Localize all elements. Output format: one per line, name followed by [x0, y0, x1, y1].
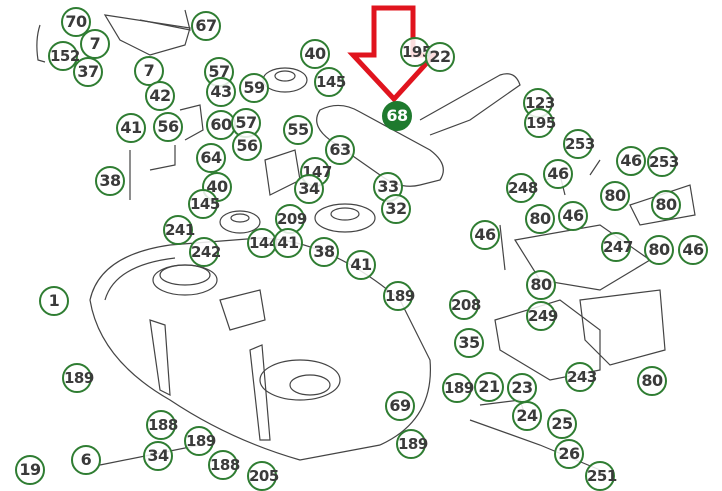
callout[interactable]: 80	[526, 270, 556, 300]
callout[interactable]: 195	[524, 108, 556, 138]
callout[interactable]: 189	[396, 429, 428, 459]
callout[interactable]: 188	[208, 450, 240, 480]
callout[interactable]: 145	[314, 67, 346, 97]
callout[interactable]: 25	[547, 409, 577, 439]
callout[interactable]: 6	[71, 445, 101, 475]
callout[interactable]: 67	[191, 11, 221, 41]
callout[interactable]: 189	[383, 281, 415, 311]
callout[interactable]: 43	[206, 77, 236, 107]
callout[interactable]: 21	[474, 372, 504, 402]
callout[interactable]: 188	[146, 410, 178, 440]
callout[interactable]: 189	[62, 363, 94, 393]
callout[interactable]: 42	[145, 81, 175, 111]
callout[interactable]: 247	[601, 232, 633, 262]
callout[interactable]: 69	[385, 391, 415, 421]
callout[interactable]: 80	[600, 181, 630, 211]
callout[interactable]: 46	[470, 220, 500, 250]
callout[interactable]: 64	[196, 143, 226, 173]
callout[interactable]: 41	[116, 113, 146, 143]
callout[interactable]: 23	[507, 373, 537, 403]
callout[interactable]: 189	[442, 373, 474, 403]
callout[interactable]: 251	[585, 461, 617, 491]
callout[interactable]: 59	[239, 73, 269, 103]
highlight-arrow	[347, 5, 440, 103]
callout[interactable]: 38	[95, 166, 125, 196]
callout[interactable]: 7	[80, 29, 110, 59]
callout[interactable]: 80	[525, 204, 555, 234]
callout[interactable]: 248	[506, 173, 538, 203]
callout[interactable]: 56	[153, 112, 183, 142]
callout[interactable]: 46	[543, 159, 573, 189]
callout[interactable]: 56	[232, 131, 262, 161]
callout[interactable]: 80	[637, 366, 667, 396]
callout[interactable]: 38	[309, 237, 339, 267]
callout[interactable]: 249	[526, 301, 558, 331]
callout[interactable]: 34	[294, 174, 324, 204]
callout[interactable]: 46	[678, 235, 708, 265]
callout[interactable]: 253	[647, 147, 679, 177]
callout[interactable]: 41	[273, 228, 303, 258]
callout[interactable]: 243	[565, 362, 597, 392]
callout[interactable]: 63	[325, 135, 355, 165]
callout[interactable]: 253	[563, 129, 595, 159]
highlighted-callout[interactable]: 68	[382, 101, 412, 131]
callout[interactable]: 55	[283, 115, 313, 145]
callout[interactable]: 19	[15, 455, 45, 485]
callout[interactable]: 34	[143, 441, 173, 471]
callout[interactable]: 46	[558, 201, 588, 231]
callout[interactable]: 26	[554, 439, 584, 469]
callout[interactable]: 205	[247, 461, 279, 491]
callout[interactable]: 208	[449, 290, 481, 320]
callout[interactable]: 40	[300, 39, 330, 69]
callout[interactable]: 24	[512, 401, 542, 431]
callout[interactable]: 46	[616, 146, 646, 176]
callout[interactable]: 241	[163, 215, 195, 245]
callout[interactable]: 37	[73, 57, 103, 87]
callout[interactable]: 22	[425, 42, 455, 72]
callout[interactable]: 35	[454, 328, 484, 358]
callout[interactable]: 80	[644, 235, 674, 265]
callout[interactable]: 145	[188, 189, 220, 219]
callout[interactable]: 80	[651, 190, 681, 220]
callout[interactable]: 242	[189, 237, 221, 267]
callout[interactable]: 1	[39, 286, 69, 316]
callout[interactable]: 32	[381, 194, 411, 224]
callout[interactable]: 41	[346, 250, 376, 280]
callout[interactable]: 189	[184, 426, 216, 456]
